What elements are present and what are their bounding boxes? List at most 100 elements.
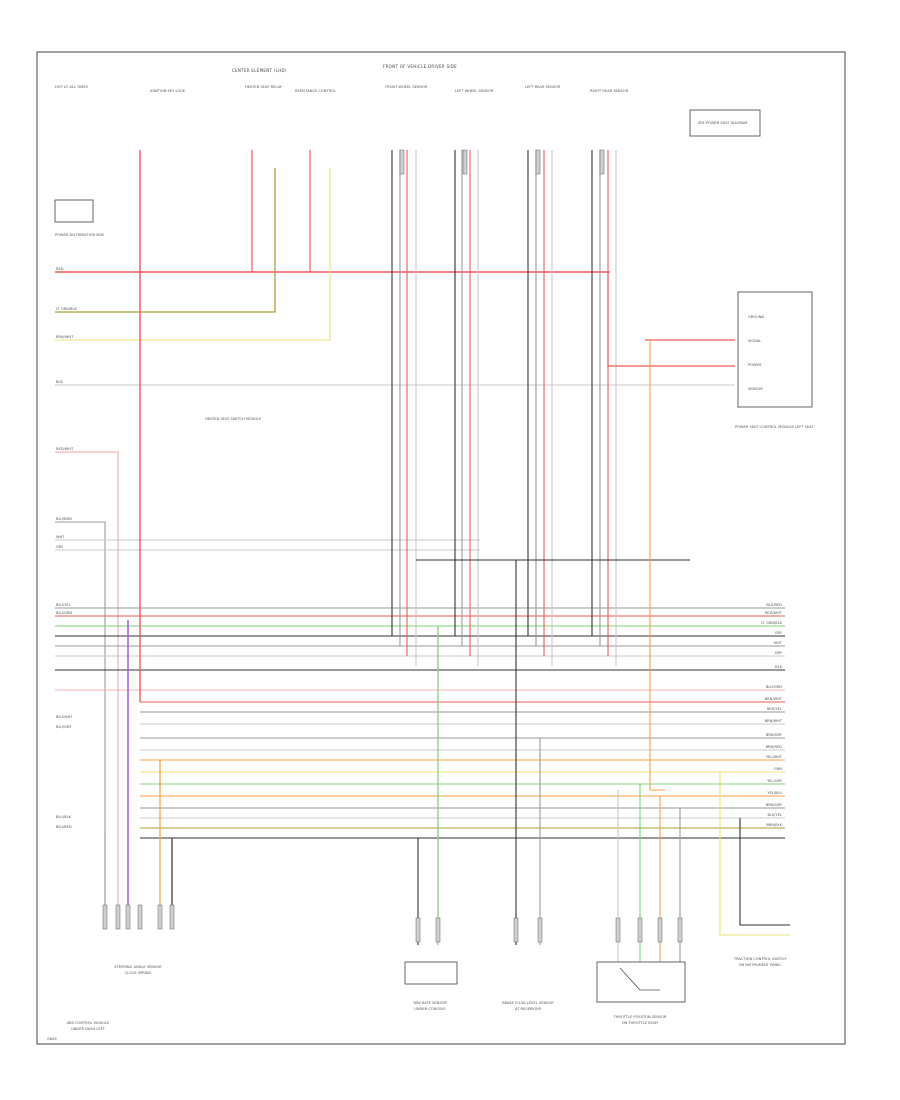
wire-module-power [607, 272, 735, 367]
brake-connector-1 [513, 917, 519, 943]
wire-olive [55, 168, 276, 313]
right-label-2: RED/WHT [765, 611, 783, 615]
top-component-label-1: HOT AT ALL TIMES [55, 85, 89, 89]
bottom-component-labels: STEERING ANGLE SENSOR CLOCK SPRING YAW RAT… [67, 957, 787, 1031]
throttle-position-sensor[interactable] [596, 961, 686, 1003]
left-label-9: BLU/YEL [56, 603, 71, 607]
wire-red-white [55, 451, 119, 915]
bottom-component-label-6: ABS CONTROL MODULE [67, 1021, 110, 1025]
left-label-1: RED [56, 267, 64, 271]
module-pin-label-3: POWER [748, 363, 762, 367]
wire-yellow-top [55, 168, 331, 341]
tps-connector-4 [677, 917, 683, 943]
left-label-6: BLU/BRN [56, 517, 72, 521]
left-label-5: RED/WHT [56, 447, 74, 451]
right-label-5: WHT [774, 641, 783, 645]
left-label-10: BLU/GRN [56, 611, 72, 615]
drop-traction [719, 772, 790, 936]
right-label-9: BRN/WHT [765, 697, 783, 701]
right-label-15: GRN [774, 767, 782, 771]
left-label-3: BRN/WHT [56, 335, 74, 339]
throttle-switch-symbol [619, 967, 660, 991]
reference-box-label: SEE POWER SEAT DIAGRAM [698, 121, 747, 125]
component-group: POWER DISTRIBUTION BOX GROUND SIGNAL POW… [54, 109, 814, 1003]
right-label-10: RED/YEL [767, 707, 782, 711]
tps-connector-3 [657, 917, 663, 943]
bottom-connector-5 [157, 904, 163, 930]
top-component-label-4: RESISTANCE CONTROL [295, 89, 336, 93]
header-right-caption: FRONT OF VEHICLE DRIVER SIDE [383, 64, 457, 69]
bottom-component-sub-2: UNDER CONSOLE [414, 1007, 446, 1011]
yaw-connector-1 [415, 917, 421, 943]
top-sensor-connector-4 [599, 149, 605, 175]
wire-blue-brown [55, 521, 106, 915]
bottom-component-sub-6: UNDER DASH LEFT [71, 1027, 106, 1031]
power-distribution-box [54, 199, 94, 223]
tps-connector-1 [615, 917, 621, 943]
left-label-12: BLU/GRY [56, 725, 72, 729]
yaw-rate-sensor[interactable] [404, 961, 458, 985]
left-wire-labels: RED LT GRN/BLK BRN/WHT BLK RED/WHT BLU/BRN WHT… [56, 267, 77, 829]
top-sensor-connector-1 [399, 149, 405, 175]
top-component-label-7: LEFT REAR SENSOR [525, 85, 561, 89]
top-component-label-6: LEFT WHEEL SENSOR [455, 89, 494, 93]
right-label-20: BRN/BLK [766, 823, 782, 827]
right-label-3: LT GRN/BLK [761, 621, 782, 625]
power-distribution-label: POWER DISTRIBUTION BOX [55, 233, 104, 237]
right-label-4: GRY [775, 631, 783, 635]
drop-traction-2 [739, 818, 790, 926]
left-label-11: BLU/WHT [56, 715, 73, 719]
tps-connector-2 [637, 917, 643, 943]
bottom-component-label-1: STEERING ANGLE SENSOR [114, 965, 162, 969]
bottom-component-sub-3: AT RESERVOIR [515, 1007, 541, 1011]
top-component-label-8: RIGHT REAR SENSOR [590, 89, 629, 93]
bottom-connector-3 [125, 904, 131, 930]
left-label-2: LT GRN/BLK [56, 307, 77, 311]
top-component-label-2: IGNITION KEY LOCK [150, 89, 186, 93]
bottom-component-sub-5: ON INSTRUMENT PANEL [739, 963, 782, 967]
left-label-7: WHT [56, 535, 65, 539]
right-label-16: YEL/GRY [767, 779, 783, 783]
module-caption: POWER SEAT CONTROL MODULE LEFT SEAT [735, 425, 814, 429]
right-label-12: BRN/GRY [766, 733, 783, 737]
left-label-13: BLU/BLK [56, 815, 72, 819]
right-label-14: YEL/WHT [766, 755, 783, 759]
left-label-14: BLU/RED [56, 825, 72, 829]
left-label-8: GRY [56, 545, 64, 549]
top-component-label-5: FRONT WHEEL SENSOR [385, 85, 428, 89]
bottom-component-sub-4: ON THROTTLE BODY [622, 1021, 659, 1025]
yaw-connector-2 [435, 917, 441, 943]
top-component-label-3: HEATED SEAT RELAY [245, 85, 283, 89]
bottom-connector-4 [137, 904, 143, 930]
reference-box [689, 109, 761, 137]
right-label-17: YEL/BLU [767, 791, 782, 795]
right-label-7: BLK [775, 665, 782, 669]
right-label-8: BLU/GRN [766, 685, 782, 689]
bottom-connector-6 [169, 904, 175, 930]
bottom-component-label-2: YAW RATE SENSOR [413, 1001, 447, 1005]
brake-connector-2 [537, 917, 543, 943]
page-id: G6A5 [47, 1037, 57, 1041]
top-sensor-connector-2 [462, 149, 468, 175]
bottom-connector-1 [102, 904, 108, 930]
heated-seat-switch-label: HEATED SEAT SWITCH MODULE [205, 417, 262, 421]
module-pin-label-1: GROUND [748, 315, 764, 319]
power-seat-module[interactable] [737, 291, 813, 408]
header-left-caption: CENTER ELEMENT (LHD) [232, 68, 287, 73]
wire-group [55, 149, 790, 962]
diagram-frame [36, 51, 846, 1045]
right-label-11: BRN/WHT [765, 719, 783, 723]
bottom-component-label-4: THROTTLE POSITION SENSOR [612, 1015, 667, 1019]
right-label-19: BLK/YEL [767, 813, 782, 817]
module-pin-label-4: SENSOR [748, 387, 763, 391]
bottom-component-sub-1: CLOCK SPRING [125, 971, 152, 975]
module-pin-label-2: SIGNAL [748, 339, 761, 343]
bottom-connector-2 [115, 904, 121, 930]
right-label-18: BRN/GRY [766, 803, 783, 807]
right-label-13: BRN/RED [766, 745, 783, 749]
bottom-component-label-3: BRAKE FLUID LEVEL SENSOR [502, 1001, 554, 1005]
top-sensor-connector-3 [535, 149, 541, 175]
left-label-4: BLK [56, 380, 63, 384]
